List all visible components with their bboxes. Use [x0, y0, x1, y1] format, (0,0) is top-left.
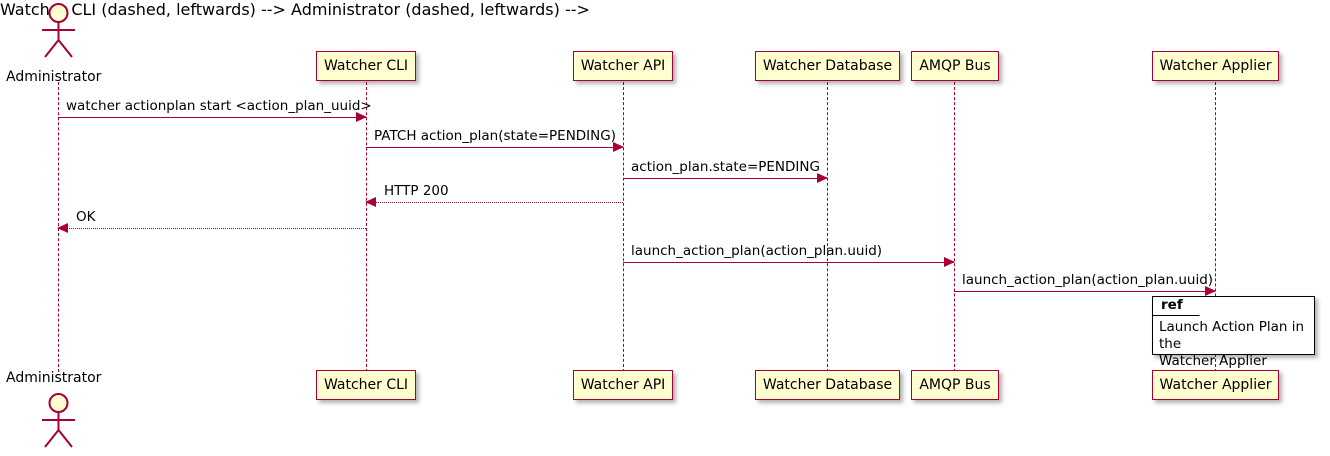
lifeline-amqp-bus — [954, 82, 955, 372]
actor-label-administrator-bottom: Administrator — [6, 370, 102, 386]
participant-amqp-bus-bottom[interactable]: AMQP Bus — [911, 370, 999, 400]
arrowhead-right-icon — [356, 112, 367, 122]
message-label: launch_action_plan(action_plan.uuid) — [631, 243, 883, 259]
arrowhead-right-icon — [613, 142, 624, 152]
participant-watcher-applier-bottom[interactable]: Watcher Applier — [1152, 370, 1279, 400]
message-line — [58, 117, 366, 118]
participant-watcher-api-top[interactable]: Watcher API — [573, 51, 673, 81]
participant-label: Watcher API — [580, 58, 666, 74]
lifeline-watcher-api — [623, 82, 624, 372]
ref-fragment-keyword: ref — [1153, 297, 1200, 316]
participant-label: Watcher CLI — [323, 58, 409, 74]
arrowhead-right-icon — [817, 173, 828, 183]
participant-label: AMQP Bus — [919, 377, 991, 393]
participant-watcher-database-top[interactable]: Watcher Database — [755, 51, 900, 81]
participant-label: Watcher Database — [762, 58, 893, 74]
message-line — [954, 291, 1215, 292]
participant-label: Watcher Database — [762, 377, 893, 393]
message-label: watcher actionplan start <action_plan_uu… — [66, 98, 372, 114]
message-label: action_plan.state=PENDING — [631, 159, 820, 175]
participant-label: Watcher Applier — [1159, 377, 1272, 393]
message-line — [58, 228, 366, 229]
ref-fragment-body-line-1: Launch Action Plan in the — [1159, 319, 1305, 352]
actor-administrator-bottom-icon — [42, 393, 75, 448]
lifeline-watcher-database — [827, 82, 828, 372]
lifeline-watcher-cli — [366, 82, 367, 372]
arrowhead-left-icon — [57, 223, 68, 233]
message-label: OK — [76, 209, 96, 225]
arrowhead-right-icon — [1205, 286, 1216, 296]
participant-watcher-cli-top[interactable]: Watcher CLI — [316, 51, 416, 81]
lifeline-watcher-applier — [1215, 82, 1216, 372]
participant-watcher-database-bottom[interactable]: Watcher Database — [755, 370, 900, 400]
participant-label: AMQP Bus — [919, 58, 991, 74]
participant-watcher-api-bottom[interactable]: Watcher API — [573, 370, 673, 400]
participant-amqp-bus-top[interactable]: AMQP Bus — [911, 51, 999, 81]
message-label: launch_action_plan(action_plan.uuid) — [962, 272, 1214, 288]
message-label: PATCH action_plan(state=PENDING) — [374, 128, 616, 144]
actor-administrator-top-icon — [42, 3, 75, 58]
ref-fragment-body: Launch Action Plan in the Watcher Applie… — [1159, 319, 1310, 370]
message-line — [623, 178, 827, 179]
participant-label: Watcher API — [580, 377, 666, 393]
message-line — [623, 262, 954, 263]
message-label: HTTP 200 — [384, 183, 449, 199]
ref-fragment: ref Launch Action Plan in the Watcher Ap… — [1152, 296, 1315, 369]
participant-watcher-cli-bottom[interactable]: Watcher CLI — [316, 370, 416, 400]
arrowhead-left-icon — [365, 197, 376, 207]
participant-label: Watcher Applier — [1159, 58, 1272, 74]
message-line — [366, 202, 623, 203]
actor-label-administrator-top: Administrator — [6, 69, 102, 85]
participant-watcher-applier-top[interactable]: Watcher Applier — [1152, 51, 1279, 81]
message-line — [366, 147, 623, 148]
arrowhead-right-icon — [944, 257, 955, 267]
ref-fragment-body-line-2: Watcher Applier — [1159, 353, 1267, 369]
participant-label: Watcher CLI — [323, 377, 409, 393]
